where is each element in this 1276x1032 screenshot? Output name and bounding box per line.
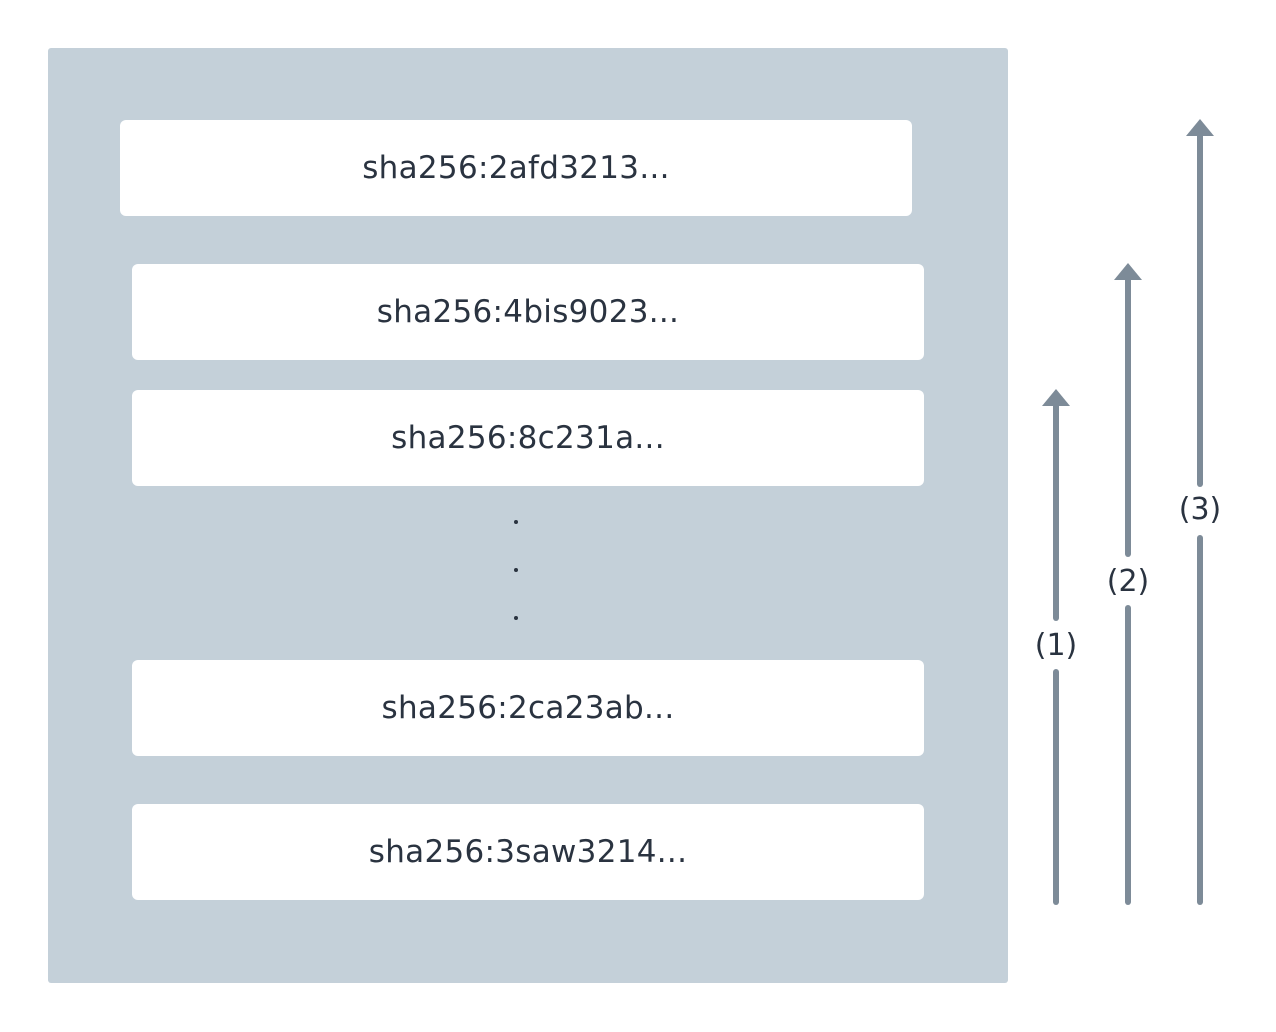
- layer-box: sha256:2ca23ab...: [132, 660, 924, 756]
- arrow-2: [1114, 263, 1142, 905]
- layer-box: sha256:2afd3213...: [120, 120, 912, 216]
- layer-digest: sha256:4bis9023...: [376, 294, 680, 330]
- ellipsis-dot: [514, 520, 518, 524]
- arrow-2-label: (2): [1106, 564, 1150, 599]
- layer-digest: sha256:3saw3214...: [368, 834, 688, 870]
- arrow-1: [1042, 389, 1070, 905]
- image-layer-stack: sha256:2afd3213... sha256:4bis9023... sh…: [48, 48, 1008, 983]
- ellipsis-dot: [514, 616, 518, 620]
- layer-digest: sha256:2ca23ab...: [381, 690, 675, 726]
- ellipsis-dot: [514, 568, 518, 572]
- layer-digest: sha256:8c231a...: [391, 420, 665, 456]
- arrow-1-head: [1042, 389, 1070, 406]
- arrow-3-label: (3): [1178, 492, 1222, 527]
- arrow-3: [1186, 119, 1214, 905]
- layer-box: sha256:8c231a...: [132, 390, 924, 486]
- arrow-2-head: [1114, 263, 1142, 280]
- layer-box: sha256:4bis9023...: [132, 264, 924, 360]
- layer-box: sha256:3saw3214...: [132, 804, 924, 900]
- layer-digest: sha256:2afd3213...: [362, 150, 670, 186]
- arrow-1-label: (1): [1034, 628, 1078, 663]
- arrow-3-head: [1186, 119, 1214, 136]
